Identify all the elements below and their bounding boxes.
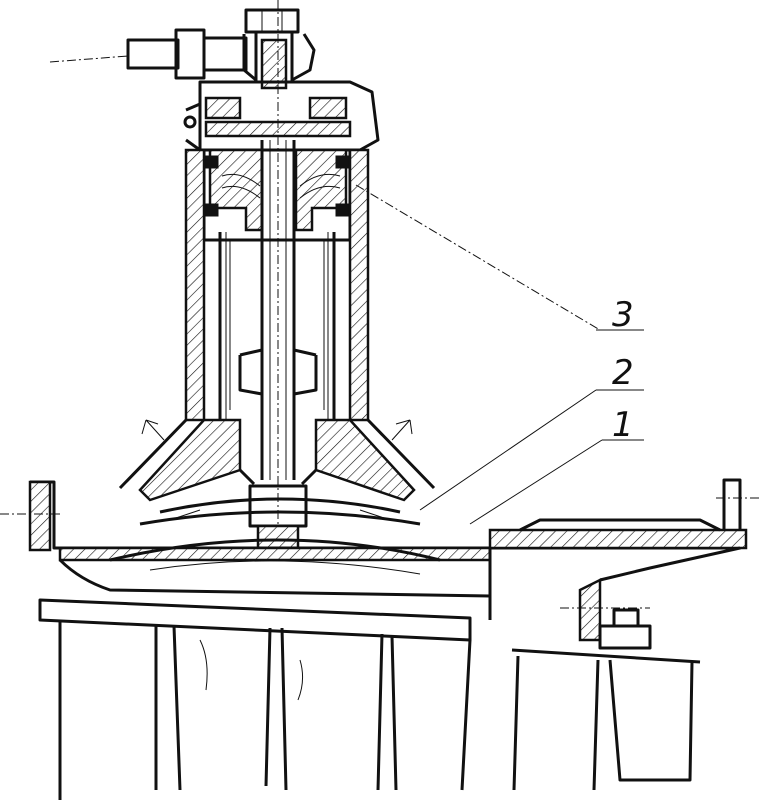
base-disc: [0, 478, 759, 598]
callout-label-2: 2: [612, 353, 634, 393]
central-shaft: [238, 0, 318, 560]
leader-lines: [355, 184, 644, 525]
cylinder-body: [184, 148, 370, 422]
turbine-blade-row: [38, 598, 694, 800]
callout-label-3: 3: [612, 295, 634, 335]
housing-top-cap: [183, 80, 380, 152]
top-nut-fitting: [242, 8, 316, 90]
conical-support: [118, 418, 436, 502]
callout-label-1: 1: [612, 405, 634, 445]
right-step-flange: [488, 546, 741, 664]
piston-chamber: [202, 148, 352, 242]
side-inlet-pipe: [49, 28, 248, 80]
